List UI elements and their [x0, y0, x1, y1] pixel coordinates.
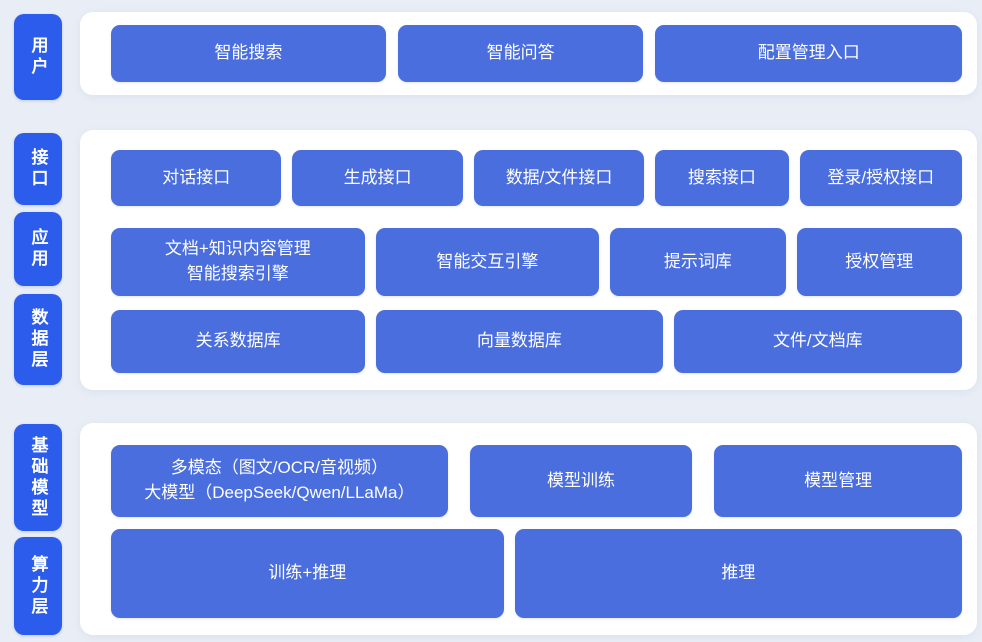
block-intelligent-interaction-engine: 智能交互引擎	[375, 228, 600, 296]
rail-label-user: 用户	[14, 14, 62, 100]
compute-layer-row: 训练+推理 推理	[111, 529, 962, 618]
block-model-training: 模型训练	[469, 445, 693, 517]
foundation-model-layer-row: 多模态（图文/OCR/音视频） 大模型（DeepSeek/Qwen/LLaMa）…	[111, 445, 962, 517]
rail-label-compute-layer: 算力层	[14, 537, 62, 635]
block-inference: 推理	[514, 529, 962, 618]
block-dialog-api: 对话接口	[111, 150, 282, 206]
block-data-file-api: 数据/文件接口	[473, 150, 645, 206]
block-model-management: 模型管理	[714, 445, 962, 517]
user-layer-row: 智能搜索 智能问答 配置管理入口	[111, 25, 962, 82]
block-file-document-store: 文件/文档库	[673, 310, 962, 373]
user-section-panel: 智能搜索 智能问答 配置管理入口	[80, 12, 977, 95]
block-intelligent-qa: 智能问答	[397, 25, 644, 82]
block-multimodal-large-model: 多模态（图文/OCR/音视频） 大模型（DeepSeek/Qwen/LLaMa）	[111, 445, 448, 517]
interface-layer-row: 对话接口 生成接口 数据/文件接口 搜索接口 登录/授权接口	[111, 150, 962, 206]
rail-label-application: 应用	[14, 212, 62, 286]
data-layer-row: 关系数据库 向量数据库 文件/文档库	[111, 310, 962, 373]
rail-label-data-layer: 数据层	[14, 294, 62, 385]
block-login-auth-api: 登录/授权接口	[799, 150, 962, 206]
block-config-management-entry: 配置管理入口	[655, 25, 962, 82]
block-search-api: 搜索接口	[655, 150, 789, 206]
rail-label-interface: 接口	[14, 133, 62, 205]
block-prompt-library: 提示词库	[610, 228, 786, 296]
rail-label-foundation-model: 基础模型	[14, 424, 62, 531]
block-relational-database: 关系数据库	[111, 310, 366, 373]
application-layer-row: 文档+知识内容管理 智能搜索引擎 智能交互引擎 提示词库 授权管理	[111, 228, 962, 296]
block-vector-database: 向量数据库	[376, 310, 663, 373]
middle-section-panel: 对话接口 生成接口 数据/文件接口 搜索接口 登录/授权接口 文档+知识内容管理…	[80, 130, 977, 390]
bottom-section-panel: 多模态（图文/OCR/音视频） 大模型（DeepSeek/Qwen/LLaMa）…	[80, 423, 977, 635]
block-intelligent-search: 智能搜索	[111, 25, 386, 82]
block-training-plus-inference: 训练+推理	[111, 529, 504, 618]
block-authorization-management: 授权管理	[796, 228, 962, 296]
block-doc-knowledge-management-search-engine: 文档+知识内容管理 智能搜索引擎	[111, 228, 365, 296]
block-generation-api: 生成接口	[292, 150, 463, 206]
